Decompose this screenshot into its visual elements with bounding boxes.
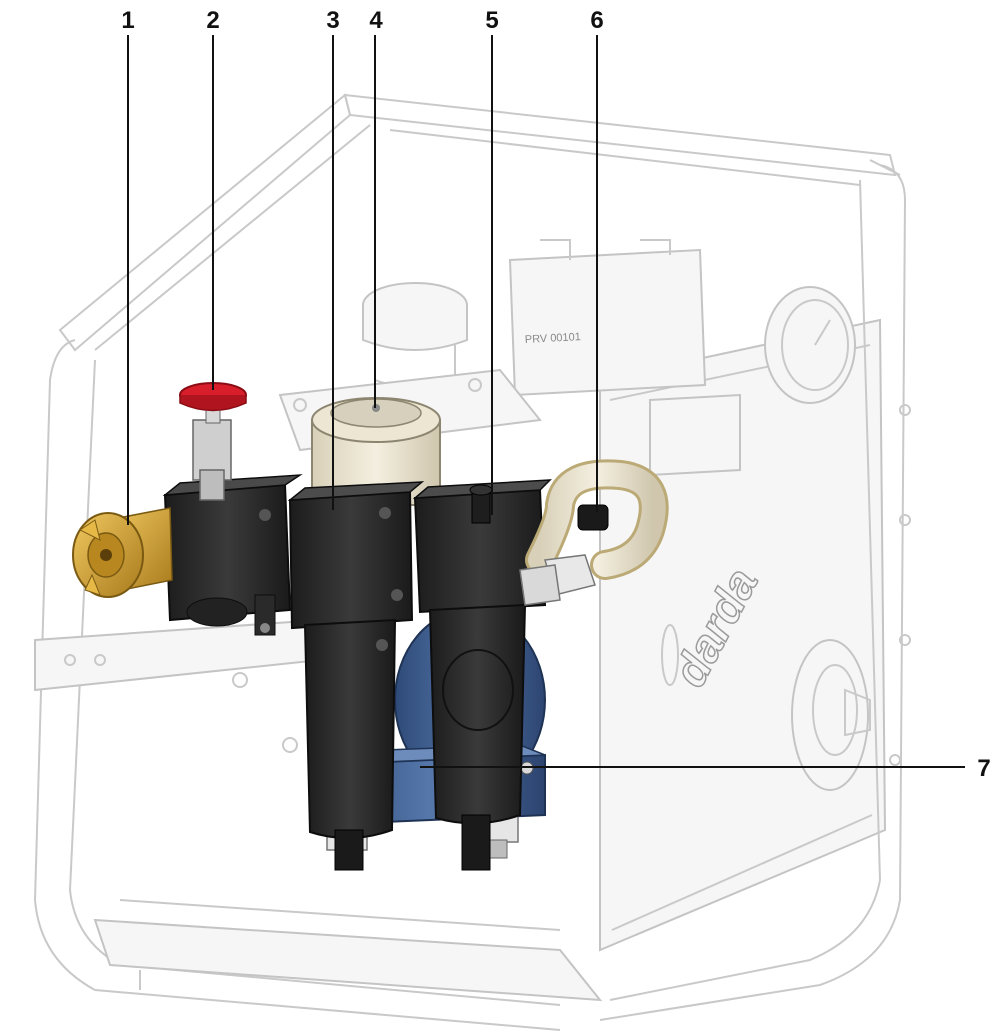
callout-1: 1 (121, 7, 134, 34)
frl-assembly (162, 474, 552, 871)
callout-6: 6 (590, 7, 603, 34)
callout-4: 4 (369, 7, 383, 34)
callout-labels: 1 2 3 4 5 6 7 (121, 7, 990, 782)
callout-2: 2 (206, 7, 219, 34)
callout-7: 7 (977, 755, 990, 782)
frame-cage (33, 93, 911, 1031)
leader-lines (127, 35, 965, 768)
air-hose (519, 459, 669, 606)
callout-3: 3 (326, 7, 339, 34)
callout-5: 5 (485, 7, 498, 34)
shutoff-valve (179, 382, 247, 501)
brass-coupling (72, 507, 173, 598)
fitting-6 (577, 504, 609, 531)
plate-text: PRV 00101 (525, 331, 582, 346)
